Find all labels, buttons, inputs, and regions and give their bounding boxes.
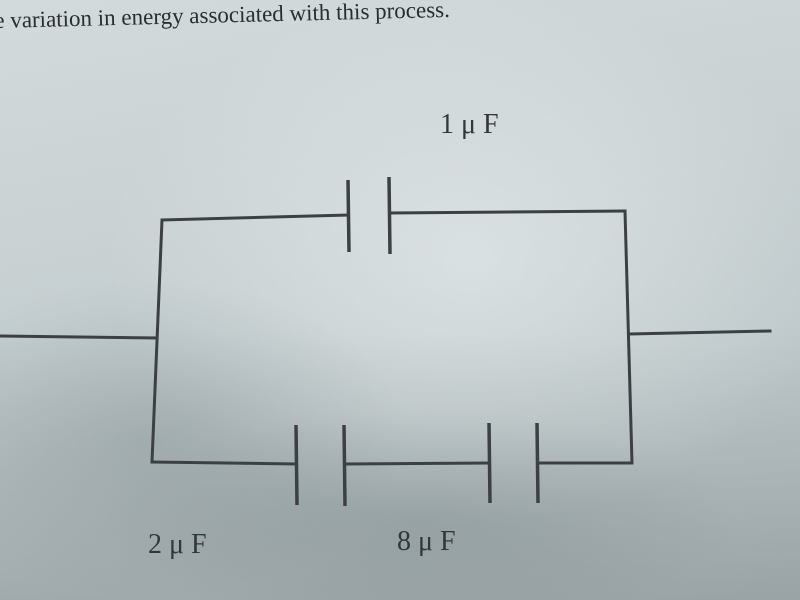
right-bus-wire xyxy=(623,209,634,465)
bottom-right-capacitor-label: 8 μ F xyxy=(397,526,456,557)
left-bus-wire xyxy=(150,218,164,464)
top-branch-left-wire xyxy=(160,213,350,222)
right-lead-wire xyxy=(627,329,772,336)
left-lead-wire xyxy=(0,334,159,340)
bottom-right-capacitor-plate-left xyxy=(487,422,492,504)
bottom-branch-middle-wire xyxy=(343,461,491,466)
bottom-branch-left-wire xyxy=(150,460,298,466)
top-branch-right-wire xyxy=(388,209,627,215)
bottom-left-capacitor-label: 2 μ F xyxy=(148,529,207,560)
top-capacitor-plate-left xyxy=(346,179,351,253)
top-capacitor-label: 1 μ F xyxy=(440,109,499,140)
bottom-left-capacitor-plate-left xyxy=(294,424,299,506)
top-capacitor-plate-right xyxy=(387,176,392,255)
